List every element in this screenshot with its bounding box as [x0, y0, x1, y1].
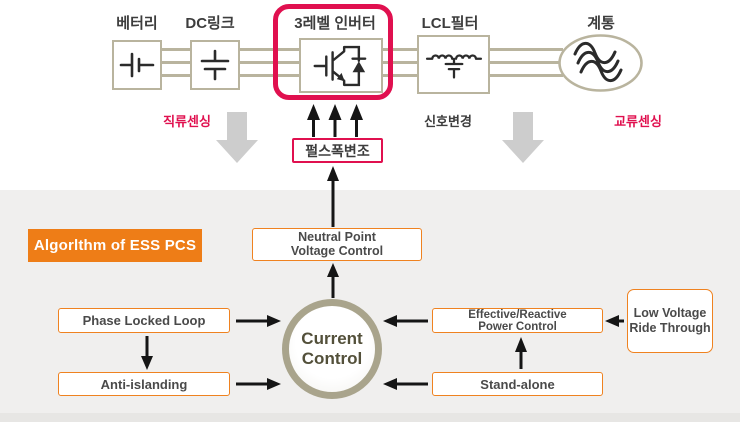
erpc-line1: Effective/Reactive: [468, 308, 567, 321]
pwm-box: 펄스폭변조: [292, 138, 383, 163]
npvc-line2: Voltage Control: [290, 243, 384, 258]
ac-grid-wave-icon: [573, 41, 623, 83]
dclink-block: [190, 40, 240, 90]
igbt-icon: [313, 45, 367, 86]
current-control-circle: Current Control: [282, 299, 382, 399]
ac-sensing-label: 교류센싱: [614, 114, 662, 129]
battery-block: [112, 40, 162, 90]
anti-islanding-box: Anti-islanding: [58, 372, 230, 396]
bottom-strip: [0, 413, 740, 422]
dclink-label: DC링크: [185, 15, 235, 32]
battery-label: 베터리: [116, 15, 158, 32]
battery-cell-icon: [119, 52, 155, 78]
inverter-block: [299, 38, 383, 93]
power-flow-section: 베터리 DC링크 3레벨 인버터 LCL필터 계통: [0, 0, 740, 190]
neutral-point-voltage-control-box: Neutral Point Voltage Control: [252, 228, 422, 261]
effective-reactive-power-control-box: Effective/Reactive Power Control: [432, 308, 603, 333]
stand-alone-box: Stand-alone: [432, 372, 603, 396]
grid-block: [558, 34, 643, 92]
lcl-filter-block: [417, 35, 490, 94]
erpc-line2: Power Control: [478, 320, 557, 333]
lvrt-line2: Ride Through: [629, 321, 711, 335]
lcl-filter-icon: [425, 53, 482, 79]
current-control-line2: Control: [301, 349, 363, 368]
capacitor-icon: [200, 49, 230, 81]
inverter-label: 3레벨 인버터: [294, 15, 376, 32]
algorithm-title-badge: Algorlthm of ESS PCS: [28, 229, 202, 262]
lcl-filter-label: LCL필터: [421, 15, 479, 32]
current-control-line1: Current: [301, 329, 363, 348]
low-voltage-ride-through-box: Low Voltage Ride Through: [627, 289, 713, 353]
signal-change-label: 신호변경: [424, 114, 472, 129]
grid-label: 계통: [587, 15, 615, 32]
dc-sensing-label: 직류센싱: [163, 114, 211, 129]
lvrt-line1: Low Voltage: [633, 306, 707, 320]
inverter-highlight-outline: [273, 4, 393, 100]
phase-locked-loop-box: Phase Locked Loop: [58, 308, 230, 333]
npvc-line1: Neutral Point: [298, 230, 376, 244]
